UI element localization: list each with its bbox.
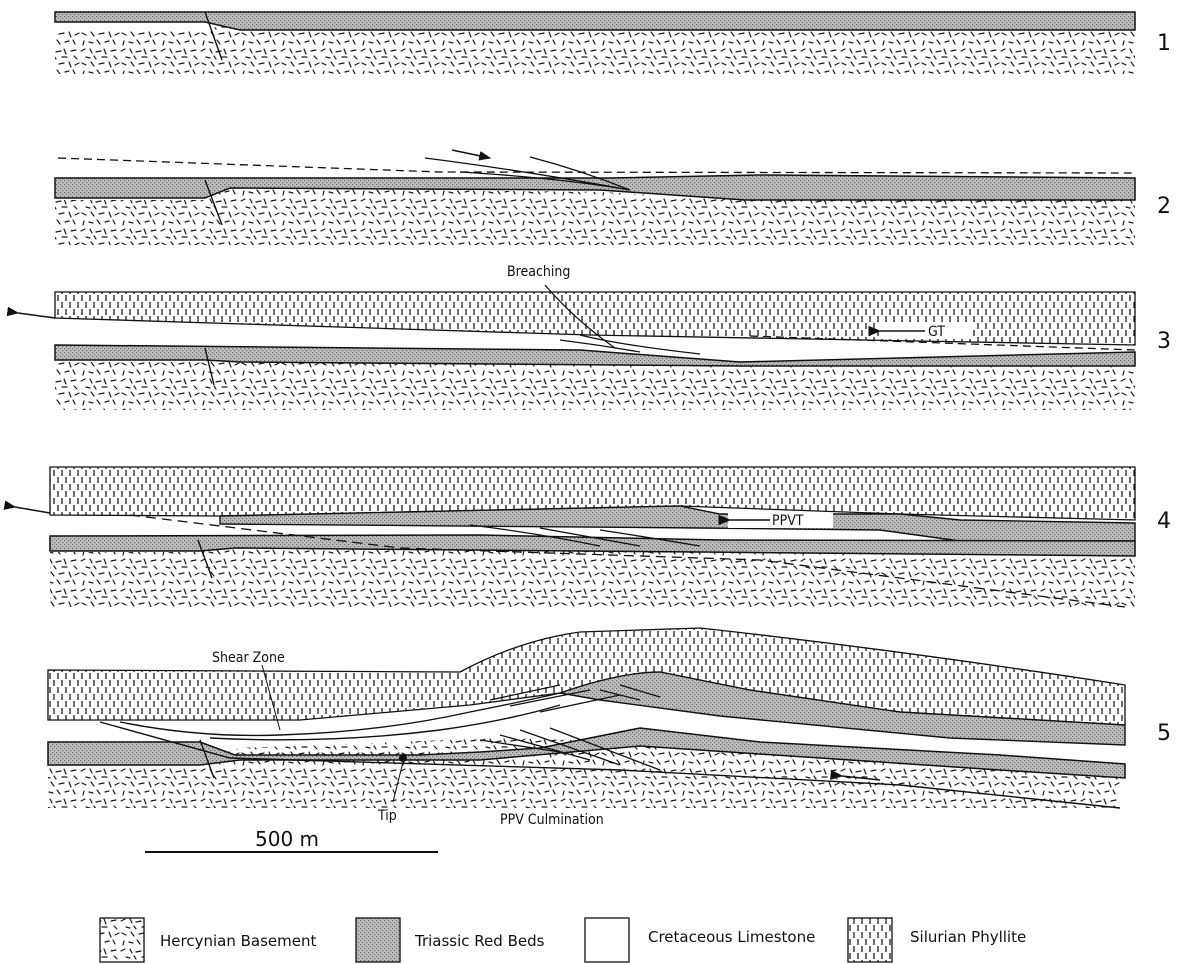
legend-swatch-cretaceous bbox=[585, 918, 629, 962]
legend-label-basement: Hercynian Basement bbox=[160, 932, 316, 950]
stage-3-transport-arrow bbox=[18, 313, 55, 318]
stage-2-future-thrust-dashed bbox=[58, 158, 1135, 173]
stage-5-shear-zone-label: Shear Zone bbox=[212, 650, 285, 666]
legend: Hercynian Basement Triassic Red Beds Cre… bbox=[100, 918, 1026, 962]
stage-number-4: 4 bbox=[1157, 509, 1171, 534]
legend-label-cretaceous: Cretaceous Limestone bbox=[648, 928, 815, 946]
stage-4-ppvt-label: PPVT bbox=[772, 513, 804, 529]
stage-2-transport-arrow bbox=[452, 150, 490, 158]
legend-swatch-triassic bbox=[356, 918, 400, 962]
scale-bar-label: 500 m bbox=[255, 827, 319, 851]
stage-4-section: PPVT bbox=[15, 467, 1135, 607]
stage-number-5: 5 bbox=[1157, 721, 1171, 746]
stage-5-section: Shear Zone Tip PPV Culmination bbox=[48, 628, 1125, 828]
stage-1-section bbox=[55, 12, 1135, 75]
legend-label-phyllite: Silurian Phyllite bbox=[910, 928, 1026, 946]
stage-5-tip-marker bbox=[399, 754, 407, 762]
stage-3-breaching-label: Breaching bbox=[507, 264, 570, 280]
legend-swatch-basement bbox=[100, 918, 144, 962]
stage-5-tip-label: Tip bbox=[377, 808, 397, 824]
stage-number-3: 3 bbox=[1157, 329, 1171, 354]
stage-4-transport-arrow bbox=[15, 507, 50, 513]
stage-5-phyllite bbox=[48, 628, 1125, 725]
stage-5-culmination-label: PPV Culmination bbox=[500, 812, 604, 828]
stage-number-2: 2 bbox=[1157, 194, 1171, 219]
stage-3-phyllite bbox=[55, 292, 1135, 345]
scale-bar: 500 m bbox=[145, 827, 438, 852]
stage-3-gt-label: GT bbox=[928, 324, 945, 340]
legend-label-triassic: Triassic Red Beds bbox=[414, 932, 545, 950]
stage-3-section: GT Breaching bbox=[18, 264, 1135, 410]
stage-2-section bbox=[55, 150, 1135, 245]
stage-number-1: 1 bbox=[1157, 31, 1171, 56]
legend-swatch-phyllite bbox=[848, 918, 892, 962]
